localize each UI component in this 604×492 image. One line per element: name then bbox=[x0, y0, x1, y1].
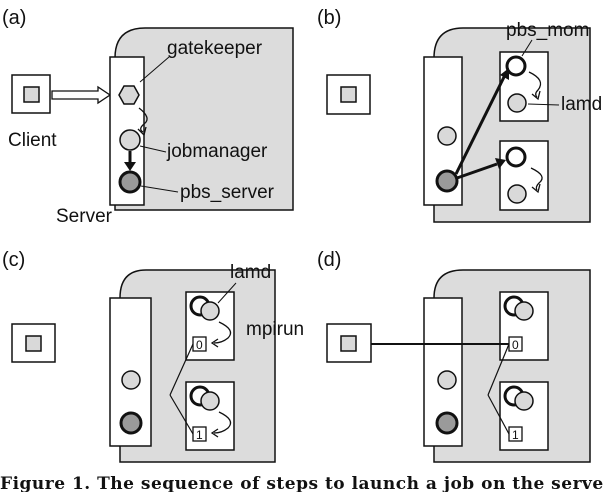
client-process bbox=[25, 335, 42, 352]
pbs-server-label: pbs_server bbox=[180, 182, 275, 203]
lamd-process-bottom bbox=[514, 391, 534, 411]
panel-d: (d) 0 1 bbox=[317, 249, 591, 463]
lamd-process-bottom bbox=[507, 184, 527, 204]
mpirun-label: mpirun bbox=[246, 319, 304, 340]
lamd-process-bottom bbox=[200, 391, 220, 411]
rank-label-bottom: 1 bbox=[196, 428, 203, 442]
pbs-server-pointer bbox=[140, 185, 179, 193]
client-label: Client bbox=[8, 130, 57, 151]
client-process bbox=[340, 86, 357, 103]
pbs-mom-process-bottom bbox=[505, 146, 527, 168]
pbs-mom-pointer bbox=[521, 39, 533, 57]
mpi-link-lower bbox=[487, 394, 510, 435]
server-cluster bbox=[119, 269, 276, 463]
lamd-pointer bbox=[217, 282, 237, 304]
gatekeeper-fork-arrow bbox=[138, 107, 148, 133]
rank-label-top: 0 bbox=[512, 338, 519, 352]
pbs-server-process bbox=[435, 169, 459, 193]
server-cluster bbox=[114, 27, 294, 211]
client-process bbox=[340, 335, 357, 352]
rank-label-bottom: 1 bbox=[512, 428, 519, 442]
gatekeeper-fork-arrowhead bbox=[137, 126, 147, 137]
mpi-link-upper bbox=[487, 343, 510, 396]
lamd-spawn-arrow-bottom bbox=[213, 411, 232, 434]
lamd-spawn-arrowhead-bottom bbox=[210, 428, 219, 438]
figure-caption: Figure 1. The sequence of steps to launc… bbox=[0, 474, 604, 492]
lamd-label: lamd bbox=[230, 262, 271, 283]
pbs-mom-fork-arrow-bottom bbox=[530, 167, 543, 191]
pbs-mom-fork-arrowhead-bottom bbox=[531, 183, 541, 194]
pbs-server-process bbox=[435, 411, 459, 435]
pbs-server-process bbox=[118, 170, 142, 194]
panel-b: (b) pbs_mom lamd bbox=[317, 7, 602, 223]
submit-arrow bbox=[51, 85, 112, 105]
launch-arrow-bottom bbox=[456, 162, 498, 180]
jobmanager-submit-arrowhead bbox=[124, 162, 136, 171]
launch-arrowhead-top bbox=[500, 68, 509, 80]
jobmanager-process bbox=[437, 370, 457, 390]
panel-c-label: (c) bbox=[2, 249, 25, 271]
lamd-process-top bbox=[507, 93, 527, 113]
gatekeeper-pointer bbox=[139, 56, 170, 83]
jobmanager-process bbox=[121, 370, 141, 390]
client-process bbox=[23, 86, 40, 103]
jobmanager-pointer bbox=[139, 145, 167, 153]
gatekeeper-icon bbox=[118, 85, 140, 105]
panel-a-label: (a) bbox=[2, 7, 26, 29]
pbs-mom-fork-arrowhead-top bbox=[531, 90, 541, 101]
pbs-mom-fork-arrow-top bbox=[528, 71, 542, 98]
panel-b-label: (b) bbox=[317, 7, 341, 29]
launch-arrow-top bbox=[454, 74, 507, 175]
pbs-server-process bbox=[119, 411, 143, 435]
jobmanager-process bbox=[437, 126, 457, 146]
lamd-spawn-arrow-top bbox=[213, 321, 232, 344]
lamd-process-top bbox=[200, 301, 220, 321]
lamd-pointer bbox=[527, 103, 560, 106]
jobmanager-process bbox=[119, 129, 141, 151]
pbs-mom-label: pbs_mom bbox=[506, 20, 589, 41]
lamd-process-top bbox=[514, 301, 534, 321]
panel-d-label: (d) bbox=[317, 249, 341, 271]
panel-c: (c) 0 1 lamd mpirun bbox=[2, 249, 304, 463]
gatekeeper-label: gatekeeper bbox=[167, 38, 263, 59]
mpi-link-lower bbox=[169, 394, 194, 435]
jobmanager-label: jobmanager bbox=[166, 141, 268, 162]
rank-label-top: 0 bbox=[196, 338, 203, 352]
client-machine bbox=[11, 74, 51, 114]
panel-a: (a) Client gatekeeper jobmanager pbs_ser… bbox=[2, 7, 294, 227]
lamd-label: lamd bbox=[561, 94, 602, 115]
server-label: Server bbox=[56, 206, 113, 227]
launch-arrowhead-bottom bbox=[495, 158, 506, 169]
mpi-link-upper bbox=[169, 343, 194, 396]
pbs-mom-process-top bbox=[505, 55, 527, 77]
server-cluster bbox=[433, 269, 591, 463]
lamd-spawn-arrowhead-top bbox=[210, 338, 219, 348]
